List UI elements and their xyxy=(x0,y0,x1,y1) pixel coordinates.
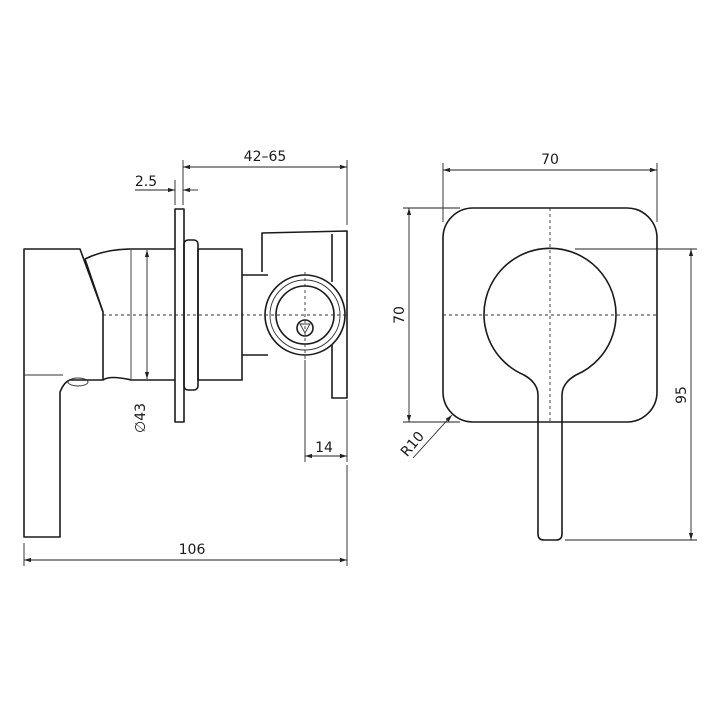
handle-screw xyxy=(67,377,89,387)
side-view: 42–65 2.5 ∅43 14 106 xyxy=(23,149,348,566)
front-view: 70 70 95 R10 xyxy=(392,152,697,541)
dim-valve-offset: 14 xyxy=(315,440,333,456)
body-cylinder xyxy=(84,248,175,381)
valve-body xyxy=(197,248,243,381)
dim-plate-height: 70 xyxy=(392,306,408,324)
dim-flange-thickness: 2.5 xyxy=(135,174,157,190)
dim-handle-length: 95 xyxy=(674,386,690,404)
dim-plate-width: 70 xyxy=(541,152,559,168)
dim-depth-range: 42–65 xyxy=(244,149,287,165)
valve-triangle-icon xyxy=(299,323,311,334)
handle-outline xyxy=(483,247,617,541)
mounting-bracket xyxy=(261,230,348,399)
valve-connector xyxy=(242,274,268,356)
wall-flange xyxy=(174,208,185,423)
lever-handle xyxy=(23,248,104,538)
dim-corner-radius: R10 xyxy=(398,429,428,460)
dim-total-length: 106 xyxy=(179,542,206,558)
dim-body-diameter: ∅43 xyxy=(133,403,149,433)
